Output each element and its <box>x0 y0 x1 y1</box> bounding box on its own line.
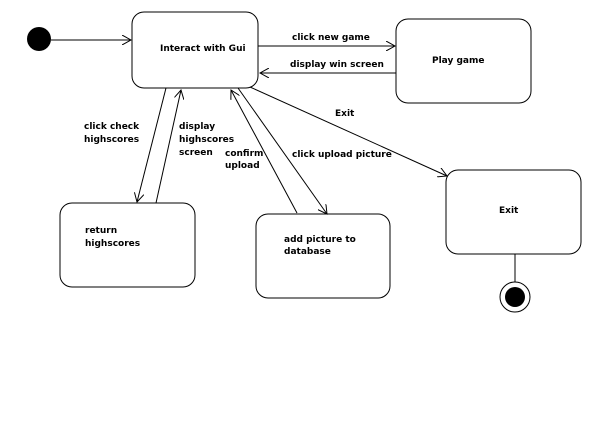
state-play-game <box>395 18 532 104</box>
state-play-game-label: Play game <box>432 56 484 66</box>
edge-click-check-highscores <box>137 87 167 202</box>
edge-exit-label: Exit <box>335 109 355 119</box>
state-add-picture-label: add picture to database <box>284 235 359 257</box>
state-return-highscores-label: return highscores <box>85 226 140 249</box>
state-exit-label: Exit <box>499 206 519 216</box>
edge-click-check-highscores-label: click check highscores <box>84 122 142 145</box>
edge-click-upload-picture-label: click upload picture <box>292 150 392 160</box>
edge-click-upload-picture <box>237 87 327 214</box>
edge-display-highscores-screen <box>155 90 181 204</box>
edge-confirm-upload-label: confirm upload <box>225 149 267 171</box>
edge-exit <box>249 86 447 176</box>
edge-display-highscores-screen-label: display highscores screen <box>179 122 237 158</box>
final-node-core <box>505 287 525 307</box>
state-exit <box>445 169 582 255</box>
edge-click-new-game-label: click new game <box>292 33 370 43</box>
state-interact-with-gui-label: Interact with Gui <box>160 44 246 54</box>
initial-node <box>27 27 51 51</box>
state-interact-with-gui <box>131 11 259 89</box>
edge-confirm-upload <box>231 90 298 214</box>
state-return-highscores <box>59 202 196 288</box>
edge-display-win-screen-label: display win screen <box>290 60 384 70</box>
